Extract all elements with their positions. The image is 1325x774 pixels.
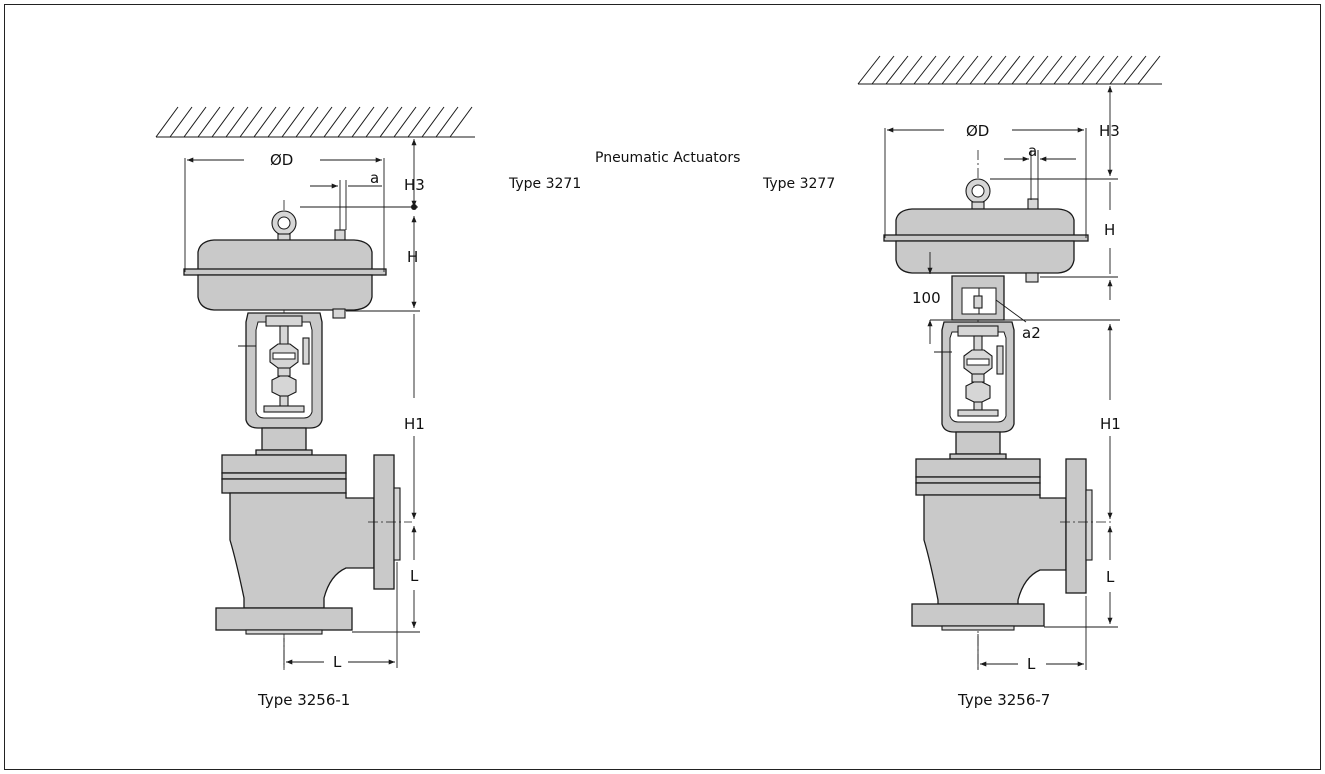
left-dim-h: H <box>407 248 418 266</box>
left-dim-l-horizontal: L <box>333 653 342 671</box>
right-dim-h3: H3 <box>1099 122 1120 140</box>
left-dim-l-vertical: L <box>410 567 419 585</box>
right-dim-h: H <box>1104 221 1115 239</box>
right-dim-l-horizontal: L <box>1027 655 1036 673</box>
header-title: Pneumatic Actuators <box>595 150 740 166</box>
right-dimensions: ØD a H3 H 100 a2 H1 L <box>884 86 1121 673</box>
left-valve-assembly <box>155 106 475 670</box>
right-ceiling-hatch <box>857 55 1162 85</box>
left-dimensions: ØD a H3 H H1 L L <box>184 138 425 671</box>
right-caption: Type 3256-7 <box>957 691 1050 709</box>
right-dim-diameter: ØD <box>966 122 989 140</box>
right-dim-yoke-height: 100 <box>912 289 941 307</box>
left-dim-h3: H3 <box>404 176 425 194</box>
right-dim-a: a <box>1028 142 1037 160</box>
right-dim-h1: H1 <box>1100 415 1121 433</box>
header-left-type: Type 3271 <box>508 176 581 192</box>
right-valve-assembly <box>857 55 1162 670</box>
right-dim-l-vertical: L <box>1106 568 1115 586</box>
right-dim-a2: a2 <box>1022 324 1041 342</box>
left-ceiling-hatch <box>155 106 475 138</box>
left-dim-diameter: ØD <box>270 151 293 169</box>
header-right-type: Type 3277 <box>762 176 835 192</box>
left-caption: Type 3256-1 <box>257 691 350 709</box>
left-dim-a: a <box>370 169 379 187</box>
drawing-frame <box>4 4 1321 770</box>
left-dim-h1: H1 <box>404 415 425 433</box>
